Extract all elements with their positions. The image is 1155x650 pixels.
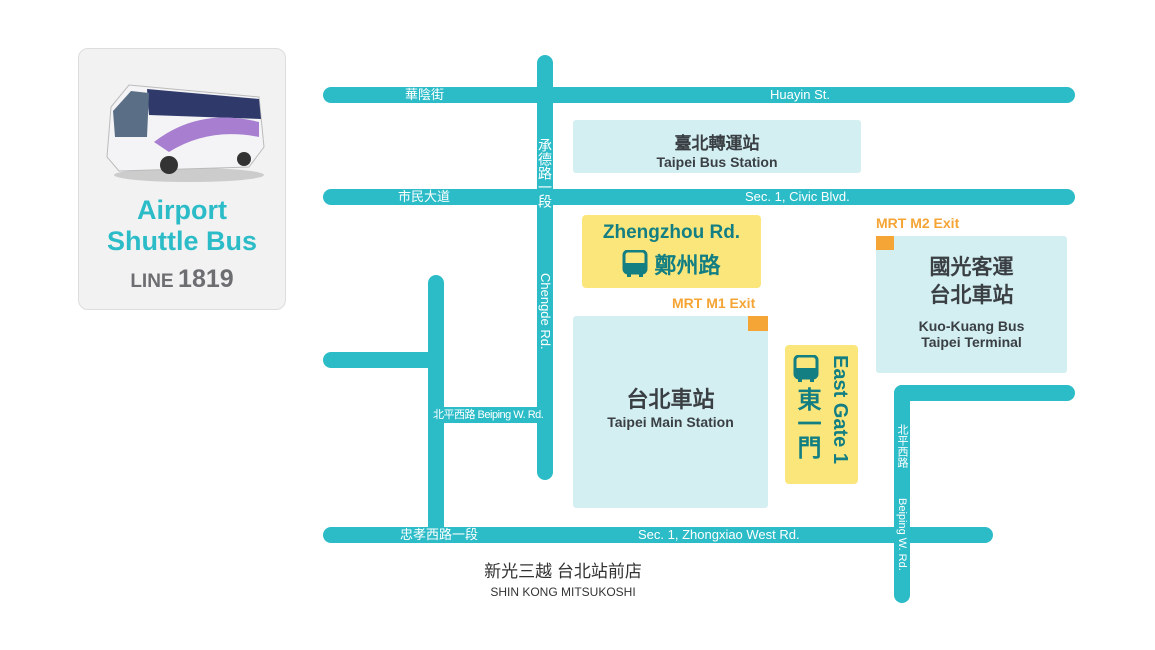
kuokuang-zh1: 國光客運: [929, 256, 1014, 279]
line-number: LINE 1819: [79, 265, 285, 294]
landmark-mitsukoshi: 新光三越 台北站前店 SHIN KONG MITSUKOSHI: [440, 557, 686, 599]
beiping-right-label-zh: 北平西路: [896, 424, 908, 468]
mrt-m1-label: MRT M1 Exit: [672, 295, 756, 311]
taipei-main-station: 台北車站 Taipei Main Station: [573, 316, 768, 508]
bus-station-zh: 臺北轉運站: [674, 134, 760, 153]
line-number-value: 1819: [178, 265, 234, 293]
card-title-line2: Shuttle Bus: [106, 226, 257, 256]
card-title: Airport Shuttle Bus: [79, 195, 285, 257]
stop-zhengzhou[interactable]: Zhengzhou Rd. 鄭州路: [582, 215, 761, 288]
mrt-m1-marker: [748, 316, 768, 331]
card-title-line1: Airport: [137, 195, 227, 225]
kuokuang-en1: Kuo-Kuang Bus: [918, 318, 1025, 334]
zhengzhou-zh: 鄭州路: [654, 253, 721, 278]
zhongxiao-label-en: Sec. 1, Zhongxiao West Rd.: [638, 527, 800, 542]
kuokuang-zh2: 台北車站: [929, 284, 1014, 307]
landmark-zh: 新光三越 台北站前店: [484, 562, 642, 581]
zhengzhou-en: Zhengzhou Rd.: [602, 222, 741, 243]
bus-image: [106, 84, 265, 182]
line-prefix: LINE: [130, 271, 174, 292]
road-beiping-right-vertical: [894, 385, 910, 603]
civic-label-en: Sec. 1, Civic Blvd.: [745, 189, 850, 204]
mrt-m2-marker: [876, 236, 894, 250]
stop-east-gate-1[interactable]: 東一門 East Gate 1: [785, 345, 858, 484]
taipei-bus-station: 臺北轉運站 Taipei Bus Station: [573, 120, 861, 173]
kuokuang-terminal: 國光客運 台北車站 Kuo-Kuang Bus Taipei Terminal: [876, 236, 1067, 373]
bus-icon: [793, 355, 819, 382]
road-zhongxiao: [323, 527, 993, 543]
eastgate-zh: 東一門: [793, 387, 820, 459]
road-civic: [323, 189, 1075, 205]
road-beiping-right-horizontal: [894, 385, 1075, 401]
mrt-m2-label: MRT M2 Exit: [876, 215, 960, 231]
road-left-stub: [323, 352, 443, 368]
eastgate-en: East Gate 1: [829, 355, 851, 464]
road-chengde: [537, 55, 553, 480]
bus-icon: [622, 250, 648, 277]
huayin-label-zh: 華陰街: [405, 87, 445, 102]
zhongxiao-label-zh: 忠孝西路一段: [400, 527, 479, 542]
huayin-label-en: Huayin St.: [770, 87, 830, 102]
road-beiping-left: [436, 407, 546, 423]
main-station-zh: 台北車站: [626, 387, 715, 412]
chengde-label-zh: 承德路一段: [537, 138, 553, 208]
bus-station-en: Taipei Bus Station: [656, 154, 778, 170]
airport-shuttle-card: Airport Shuttle Bus LINE 1819: [78, 48, 286, 310]
beiping-right-label-en: Beiping W. Rd.: [896, 498, 908, 571]
road-huayin: [323, 87, 1075, 103]
main-station-en: Taipei Main Station: [607, 414, 734, 430]
landmark-en: SHIN KONG MITSUKOSHI: [490, 585, 636, 599]
chengde-label-en: Chengde Rd.: [538, 273, 553, 350]
kuokuang-en2: Taipei Terminal: [921, 334, 1022, 350]
beiping-left-label: 北平西路 Beiping W. Rd.: [433, 409, 544, 421]
civic-label-zh: 市民大道: [398, 189, 451, 204]
